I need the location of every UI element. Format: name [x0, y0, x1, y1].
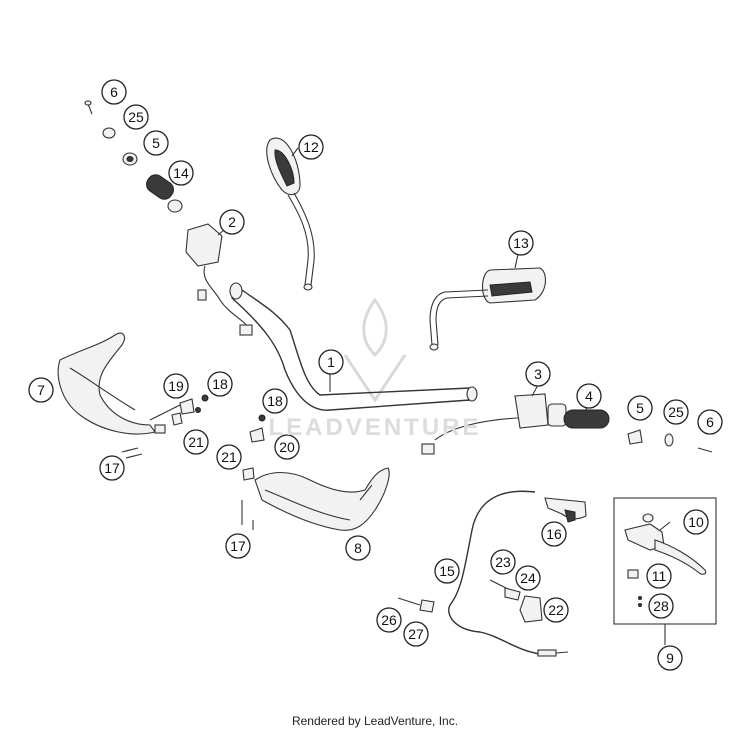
right-hand-guard: [254, 467, 390, 531]
right-mirror: [429, 267, 546, 351]
callout-27: 27: [403, 621, 429, 647]
svg-text:25: 25: [668, 404, 684, 420]
callout-9: 9: [657, 645, 683, 671]
callout-1: 1: [318, 349, 344, 375]
svg-text:16: 16: [546, 526, 562, 542]
svg-text:5: 5: [636, 400, 644, 416]
left-mirror: [266, 137, 315, 291]
callout-26: 26: [376, 607, 402, 633]
callout-5-right: 5: [627, 395, 653, 421]
callout-14: 14: [168, 160, 194, 186]
svg-text:22: 22: [548, 602, 564, 618]
callout-18-left: 18: [207, 371, 233, 397]
handlebar: [229, 282, 478, 411]
svg-text:10: 10: [688, 514, 704, 530]
callout-17-right: 17: [225, 533, 251, 559]
callout-21-left: 21: [183, 429, 209, 455]
callout-16: 16: [541, 521, 567, 547]
left-switch: [185, 223, 253, 336]
svg-text:25: 25: [128, 109, 144, 125]
svg-text:26: 26: [381, 612, 397, 628]
svg-text:18: 18: [267, 393, 283, 409]
callout-24: 24: [515, 565, 541, 591]
svg-text:20: 20: [279, 439, 295, 455]
svg-text:24: 24: [520, 570, 536, 586]
watermark-brand-text: LEADVENTURE: [268, 414, 482, 441]
svg-text:9: 9: [666, 650, 674, 666]
svg-text:4: 4: [585, 388, 593, 404]
svg-text:21: 21: [188, 434, 204, 450]
svg-text:6: 6: [706, 414, 714, 430]
svg-text:23: 23: [495, 554, 511, 570]
callout-11: 11: [646, 563, 672, 589]
callout-3: 3: [525, 361, 551, 387]
callout-18-right: 18: [262, 388, 288, 414]
svg-text:6: 6: [110, 84, 118, 100]
right-grip-assembly: [547, 403, 713, 453]
render-credit: Rendered by LeadVenture, Inc.: [291, 714, 459, 728]
callout-23: 23: [490, 549, 516, 575]
callout-17-left: 17: [99, 455, 125, 481]
throttle-cable: [448, 490, 569, 657]
svg-text:3: 3: [534, 366, 542, 382]
callout-2: 2: [219, 209, 245, 235]
callout-13: 13: [508, 230, 534, 256]
svg-text:21: 21: [221, 449, 237, 465]
svg-text:28: 28: [653, 598, 669, 614]
svg-text:14: 14: [173, 165, 189, 181]
svg-text:2: 2: [228, 214, 236, 230]
right-switch: [421, 393, 549, 455]
svg-text:5: 5: [152, 135, 160, 151]
svg-text:15: 15: [439, 563, 455, 579]
throttle-housing: [544, 497, 587, 523]
callout-20: 20: [274, 434, 300, 460]
svg-text:1: 1: [327, 354, 335, 370]
callout-28: 28: [648, 593, 674, 619]
callout-4: 4: [576, 383, 602, 409]
callout-8: 8: [345, 535, 371, 561]
clutch-lever-kit-box: [613, 497, 717, 645]
left-hand-guard: [57, 332, 181, 435]
callout-6-right: 6: [697, 409, 723, 435]
callout-21-right: 21: [216, 444, 242, 470]
callout-7: 7: [28, 377, 54, 403]
svg-text:12: 12: [303, 139, 319, 155]
callout-10: 10: [683, 509, 709, 535]
left-grip-assembly: [84, 100, 183, 213]
callout-5-left: 5: [143, 130, 169, 156]
callout-15: 15: [434, 558, 460, 584]
throttle-small-parts: [397, 579, 543, 623]
svg-text:13: 13: [513, 235, 529, 251]
callout-22: 22: [543, 597, 569, 623]
svg-text:27: 27: [408, 626, 424, 642]
svg-text:19: 19: [168, 378, 184, 394]
svg-text:18: 18: [212, 376, 228, 392]
callout-12: 12: [298, 134, 324, 160]
svg-text:11: 11: [652, 568, 667, 584]
callout-25-left: 25: [123, 104, 149, 130]
right-guard-mount: [241, 414, 266, 530]
svg-text:17: 17: [104, 460, 120, 476]
callout-25-right: 25: [663, 399, 689, 425]
callout-19: 19: [163, 373, 189, 399]
left-guard-mount: [121, 394, 209, 459]
svg-text:7: 7: [37, 382, 45, 398]
callout-6-left: 6: [101, 79, 127, 105]
watermark-logo: [343, 297, 407, 403]
svg-text:8: 8: [354, 540, 362, 556]
svg-text:17: 17: [230, 538, 246, 554]
